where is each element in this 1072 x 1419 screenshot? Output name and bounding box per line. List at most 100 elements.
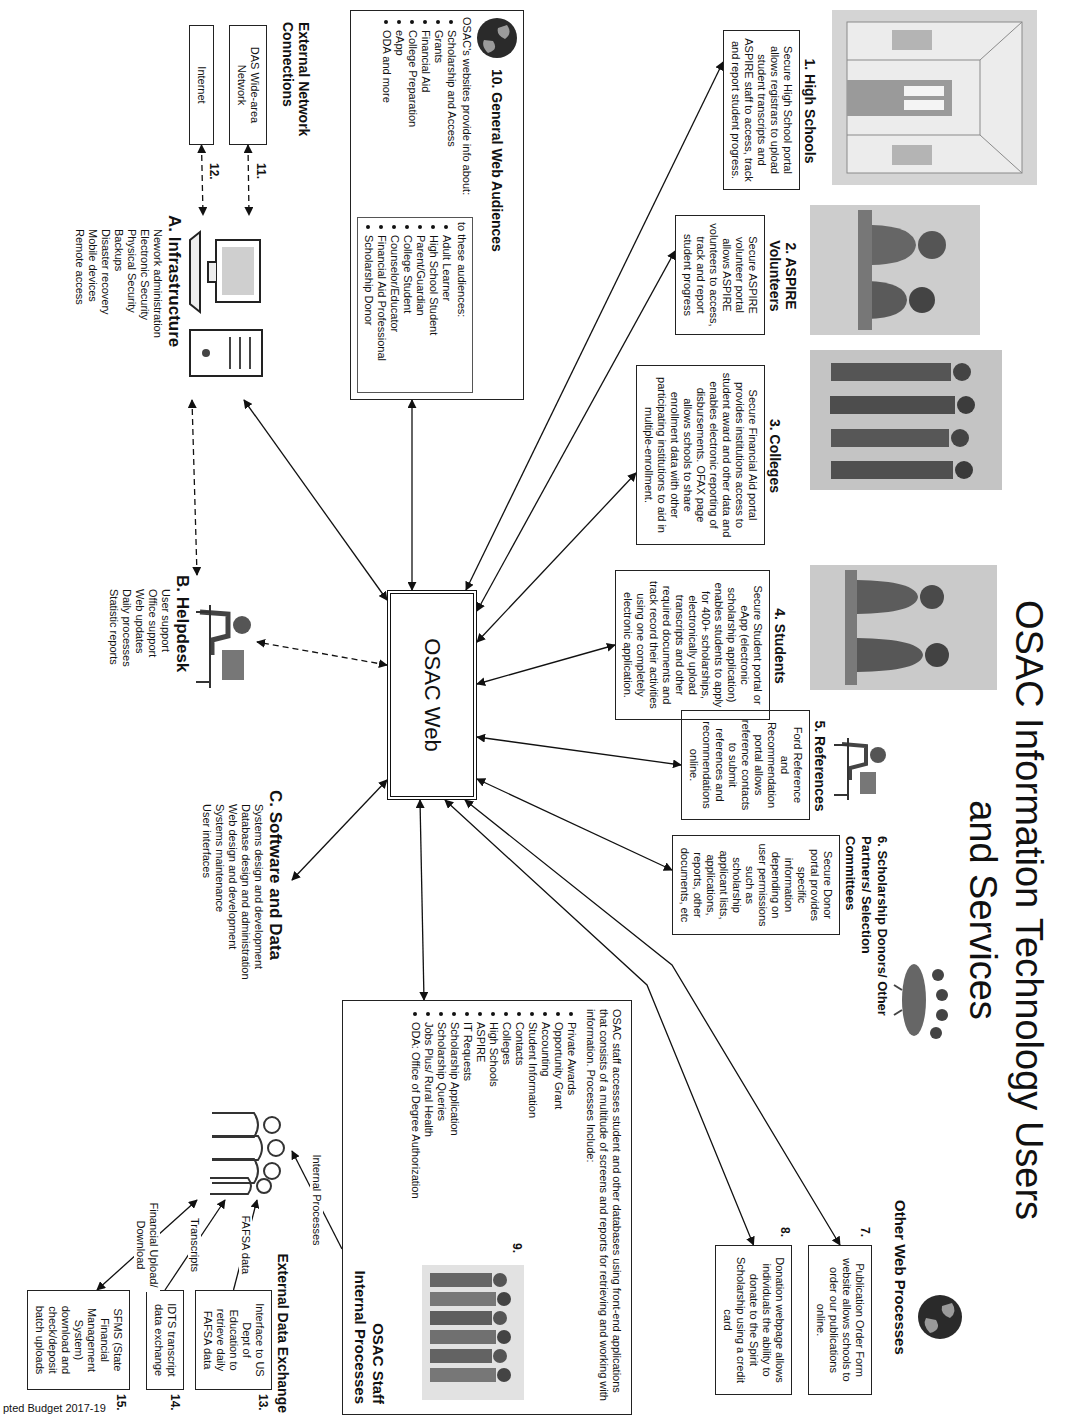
list-item: ODA: Office of Degree Authorization — [409, 1009, 422, 1254]
section-heading: External Data Exchange — [275, 1240, 291, 1413]
group-heading: A. Infrastructure — [164, 215, 185, 400]
person-body — [210, 1178, 251, 1194]
node-text: Secure Financial Aid portal provides ins… — [642, 372, 759, 538]
group-item: User interfaces — [200, 790, 213, 1200]
list-item: Grants — [432, 17, 445, 207]
person-body — [212, 1113, 258, 1137]
list-item: ODA and more — [380, 17, 393, 207]
person-head — [957, 396, 975, 414]
node-text: Internet — [195, 32, 208, 138]
school-photo — [832, 10, 1037, 185]
list-item: College Preparation — [406, 17, 419, 207]
callout-number: 9. — [510, 1243, 524, 1253]
monitor — [860, 772, 876, 794]
group-item: Systems design and development — [252, 790, 265, 1200]
node-heading: 2. ASPIRE Volunteers — [767, 216, 799, 336]
connector-arrow — [477, 645, 615, 684]
heading-row: 10. General Web Audiences — [477, 17, 517, 393]
group-item: Statistic reports — [107, 575, 120, 710]
person-head — [920, 585, 944, 609]
list-item: Jobs Plus/ Rural Health — [422, 1009, 435, 1254]
service-group: C. Software and DataSystems design and d… — [194, 790, 292, 1200]
person-body — [830, 396, 955, 414]
locker — [892, 30, 932, 50]
list-item: Scholarship Application — [448, 1009, 461, 1254]
hub-box: OSAC Web — [387, 590, 477, 800]
connector-arrow — [411, 400, 412, 590]
list-item: High Schools — [487, 1009, 500, 1254]
reference-icon — [834, 738, 886, 800]
diagram-title: OSAC Information Technology Users and Se… — [960, 590, 1052, 1230]
server-slots — [230, 337, 250, 369]
photo-ground — [832, 10, 1037, 185]
exchange-box: SFMS (State Financial Management System)… — [27, 1290, 130, 1390]
list-item: Colleges — [500, 1009, 513, 1254]
list-item: Opportunity Grant — [552, 1009, 565, 1254]
list-item: Private Awards — [565, 1009, 578, 1254]
group-item: Nework administration — [151, 215, 164, 400]
person-head — [268, 1140, 284, 1156]
process-box: Publication Order Form website allows sc… — [808, 1245, 872, 1395]
table — [902, 964, 926, 1036]
person-head — [909, 287, 935, 313]
list-item: Accounting — [539, 1009, 552, 1254]
colleges-photo — [810, 350, 1002, 490]
group-item: Daily processes — [120, 575, 133, 710]
people-icon — [210, 1113, 284, 1194]
node-heading: 10. General Web Audiences — [489, 69, 505, 252]
person-body — [430, 1273, 492, 1287]
person-body — [831, 429, 949, 447]
photo-ground — [810, 565, 997, 690]
node-text: IDTS transcript data exchange — [152, 1297, 178, 1383]
group-item: Web updates — [133, 575, 146, 710]
list-intro: OSAC's websites provide info about: — [460, 17, 473, 207]
edge-label: Financial Upload/ Download — [134, 1198, 160, 1292]
door — [847, 80, 952, 116]
callout-number: 12. — [207, 163, 221, 180]
person-head — [493, 1349, 507, 1363]
person-head — [257, 1179, 271, 1193]
list-item: eApp — [393, 17, 406, 207]
person-head — [497, 1330, 511, 1344]
callout-number: 15. — [114, 1394, 128, 1411]
list-item: Contacts — [513, 1009, 526, 1254]
list-item: Financial Aid Professional — [375, 222, 388, 388]
person-head — [953, 363, 971, 381]
monitor — [222, 650, 244, 680]
portal-box: 4. StudentsSecure Student portal or eApp… — [615, 570, 770, 720]
monitor — [216, 240, 260, 302]
portal-box: 1. High SchoolsSecure High School portal… — [723, 30, 800, 190]
globe-land — [925, 1303, 955, 1333]
page-footer: pted Budget 2017-19 — [3, 1402, 106, 1415]
person-body — [430, 1330, 496, 1344]
globe — [918, 1295, 962, 1339]
person-head — [932, 969, 944, 981]
hall — [847, 22, 1022, 173]
list-item: IT Requests — [461, 1009, 474, 1254]
connector-arrow — [292, 1151, 342, 1249]
node-text: OSAC staff accesses student and other da… — [584, 1009, 623, 1406]
process-box: Donation webpage allows individuals the … — [715, 1245, 792, 1395]
group-item: Database design and administration — [239, 790, 252, 1200]
group-item: User support — [159, 575, 172, 710]
node-heading: 5. References — [812, 711, 828, 821]
process-list: Private AwardsOpportunity GrantAccountin… — [409, 1009, 578, 1254]
exchange-box: Interface to US Dept of Education to ret… — [195, 1290, 272, 1390]
person-body — [857, 580, 918, 614]
list-item: Student Information — [526, 1009, 539, 1254]
node-text: Secure High School portal allows registr… — [729, 37, 794, 183]
person-body — [872, 225, 916, 265]
locker — [892, 145, 932, 165]
node-text: DAS Wide-area Network — [235, 32, 261, 138]
callout-number: 14. — [168, 1394, 182, 1411]
list-item: Scholarship Donor — [362, 222, 375, 388]
group-item: Mobile devices — [86, 215, 99, 400]
table-legs — [894, 985, 902, 1015]
section-heading: Other Web Processes — [892, 1200, 909, 1355]
portal-box: 5. ReferencesFord Reference and Recommen… — [681, 710, 810, 820]
audience-box: 10. General Web Audiences OSAC's websites… — [350, 10, 524, 400]
portal-box: 6. Scholarship Donors/ Other Partners/ S… — [672, 835, 840, 935]
photo-ground — [422, 1265, 524, 1400]
person-body — [430, 1311, 492, 1325]
